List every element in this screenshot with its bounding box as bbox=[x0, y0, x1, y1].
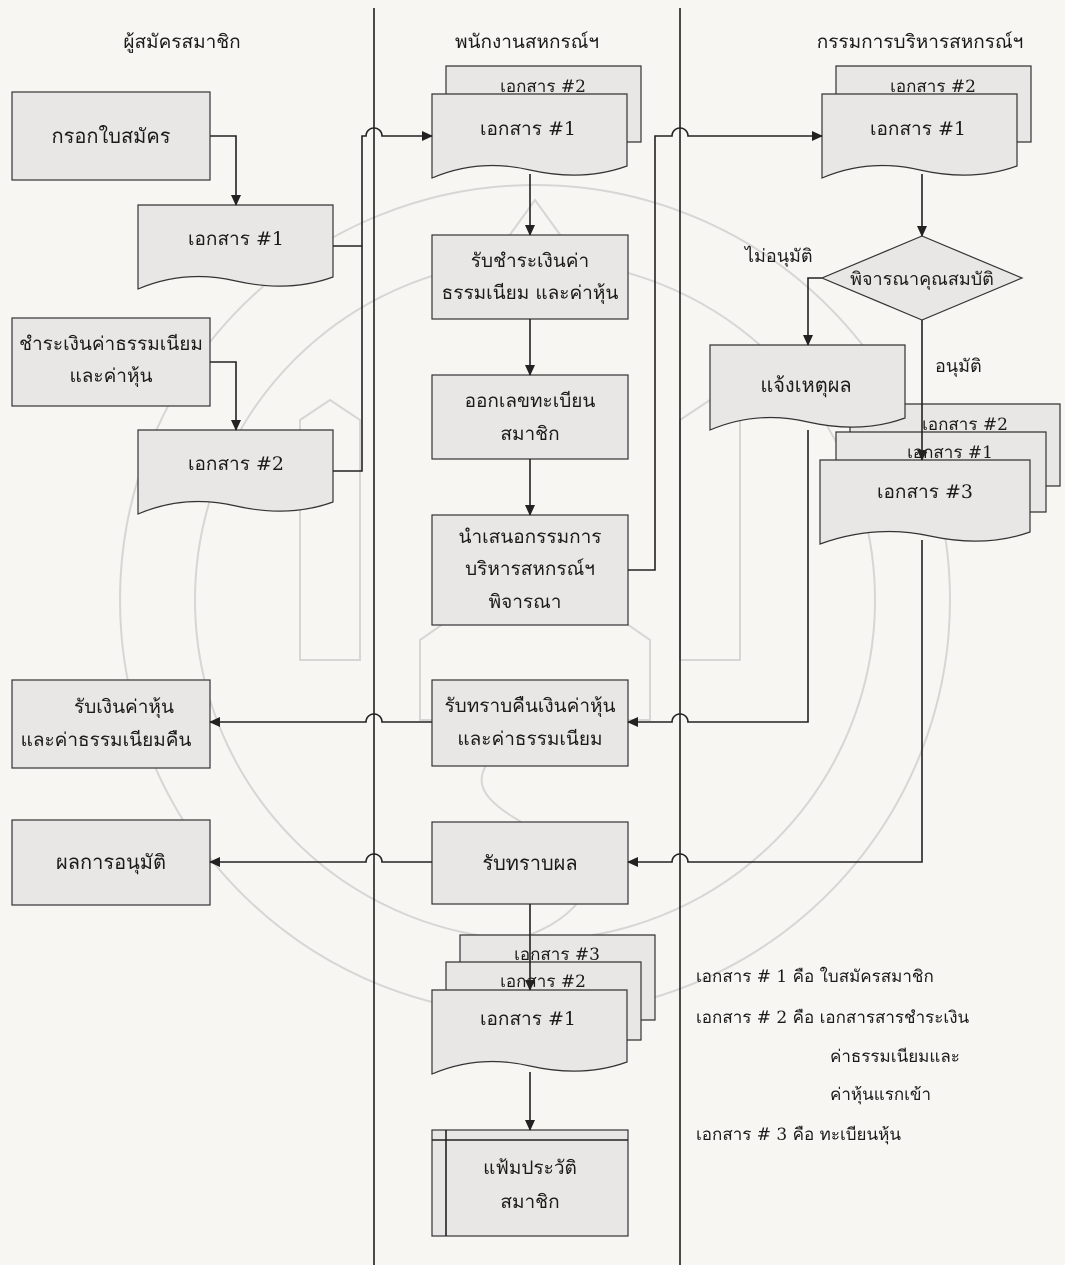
arrow-result-to-applicant bbox=[209, 853, 432, 867]
committee-stack-doc2-label: เอกสาร #2 bbox=[922, 415, 1008, 435]
arrow-form-to-doc1 bbox=[210, 135, 241, 206]
staff-stack-doc1-label: เอกสาร #1 bbox=[480, 1008, 576, 1030]
approval-result-label: ผลการอนุมัติ bbox=[56, 850, 166, 875]
member-file-label-line1: แฟ้มประวัติ bbox=[483, 1157, 577, 1179]
pay-fee-label-line1: ชำระเงินค่าธรรมเนียม bbox=[19, 333, 203, 355]
not-approved-label: ไม่อนุมัติ bbox=[743, 245, 813, 267]
notify-reason-shape bbox=[709, 344, 906, 431]
legend: เอกสาร # 1 คือ ใบสมัครสมาชิก เอกสาร # 2 … bbox=[696, 966, 969, 1145]
staff-doc2-back-label: เอกสาร #2 bbox=[500, 77, 586, 97]
staff-stack-doc2-label: เอกสาร #2 bbox=[500, 972, 586, 992]
committee-stack-doc3-shape bbox=[819, 459, 1031, 545]
lane-header-committee: กรรมการบริหารสหกรณ์ฯ bbox=[817, 31, 1024, 53]
issue-number-label-line2: สมาชิก bbox=[500, 423, 559, 445]
committee-stack-doc1-label: เอกสาร #1 bbox=[907, 443, 993, 463]
fill-form-label: กรอกใบสมัคร bbox=[52, 124, 171, 148]
arrow-notify-to-refund bbox=[627, 430, 809, 727]
present-committee-label-line2: บริหารสหกรณ์ฯ bbox=[465, 558, 595, 580]
issue-number-label-line1: ออกเลขทะเบียน bbox=[465, 390, 596, 412]
lane-header-applicant: ผู้สมัครสมาชิก bbox=[123, 31, 240, 53]
arrow-doc1-to-staff bbox=[333, 127, 433, 247]
qualification-decision-label: พิจารณาคุณสมบัติ bbox=[850, 269, 994, 290]
receive-payment-label-line2: ธรรมเนียม และค่าหุ้น bbox=[442, 282, 619, 305]
arrow-present-to-committee bbox=[628, 127, 823, 571]
applicant-doc1-shape bbox=[137, 204, 334, 290]
legend-line5: เอกสาร # 3 คือ ทะเบียนหุ้น bbox=[696, 1125, 901, 1145]
acknowledge-result-label: รับทราบผล bbox=[482, 851, 577, 875]
staff-stack-doc3-label: เอกสาร #3 bbox=[514, 945, 600, 965]
arrow-approved-to-result bbox=[627, 540, 923, 867]
receive-payment-label-line1: รับชำระเงินค่า bbox=[471, 250, 589, 272]
approved-label: อนุมัติ bbox=[935, 356, 982, 377]
committee-doc2-back-label: เอกสาร #2 bbox=[890, 77, 976, 97]
member-file-box bbox=[431, 1129, 629, 1237]
committee-doc1-label: เอกสาร #1 bbox=[870, 118, 966, 140]
lane-header-staff: พนักงานสหกรณ์ฯ bbox=[455, 31, 599, 53]
legend-line2: เอกสาร # 2 คือ เอกสารสารชำระเงิน bbox=[696, 1008, 969, 1028]
member-file-label-line2: สมาชิก bbox=[500, 1191, 559, 1213]
issue-number-box bbox=[431, 374, 629, 460]
notify-reason-label: แจ้งเหตุผล bbox=[760, 373, 851, 398]
present-committee-label-line3: พิจารณา bbox=[489, 591, 562, 613]
applicant-doc2-label: เอกสาร #2 bbox=[188, 453, 284, 475]
acknowledge-refund-box bbox=[431, 679, 629, 767]
refund-received-label-line2: และค่าธรรมเนียมคืน bbox=[21, 729, 192, 751]
pay-fee-label-line2: และค่าหุ้น bbox=[70, 365, 153, 388]
line-doc2-to-staff bbox=[333, 246, 363, 472]
acknowledge-refund-label-line1: รับทราบคืนเงินค่าหุ้น bbox=[444, 695, 615, 718]
receive-payment-box bbox=[431, 234, 629, 320]
present-committee-box bbox=[431, 514, 629, 626]
refund-received-label-line1: รับเงินค่าหุ้น bbox=[74, 696, 174, 719]
staff-doc1-shape bbox=[431, 93, 628, 179]
arrow-decision-to-notify bbox=[803, 277, 822, 346]
legend-line3: ค่าธรรมเนียมและ bbox=[830, 1047, 960, 1067]
committee-stack-doc3-label: เอกสาร #3 bbox=[877, 481, 973, 503]
legend-line4: ค่าหุ้นแรกเข้า bbox=[830, 1085, 931, 1105]
present-committee-label-line1: นำเสนอกรรมการ bbox=[459, 526, 602, 548]
committee-doc1-shape bbox=[821, 93, 1018, 179]
staff-doc1-label: เอกสาร #1 bbox=[480, 118, 576, 140]
acknowledge-result-box bbox=[431, 821, 629, 905]
acknowledge-refund-label-line2: และค่าธรรมเนียม bbox=[457, 728, 602, 750]
refund-received-box bbox=[11, 679, 211, 769]
pay-fee-box bbox=[11, 317, 211, 407]
fill-form-box bbox=[11, 91, 211, 181]
legend-line1: เอกสาร # 1 คือ ใบสมัครสมาชิก bbox=[696, 966, 934, 987]
arrow-pay-to-doc2 bbox=[210, 361, 241, 431]
arrow-refund-to-applicant bbox=[209, 713, 432, 727]
applicant-doc1-label: เอกสาร #1 bbox=[188, 228, 284, 250]
staff-stack-doc1-shape bbox=[431, 989, 628, 1075]
applicant-doc2-shape bbox=[137, 429, 334, 515]
